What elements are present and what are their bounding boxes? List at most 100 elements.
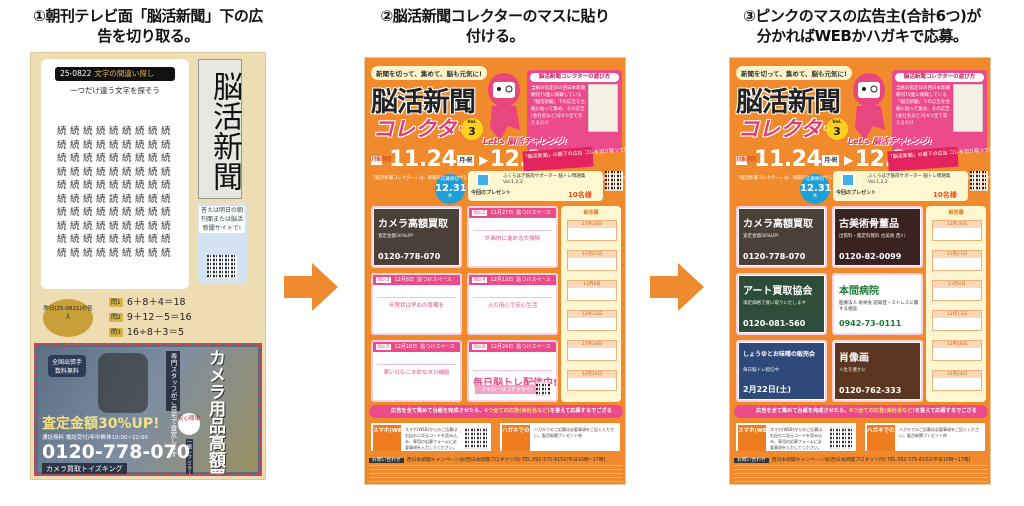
paste-cell-4[interactable]: 本間病院 医療法人 寿栄会 認知症・ストレスに関する相談 0942-73-011…: [832, 273, 923, 335]
grid-char[interactable]: 続: [70, 234, 80, 245]
paste-cell-3[interactable]: アート買取協会 満足価格で買い取りいたします 0120-081-560: [736, 273, 827, 335]
grid-char[interactable]: 続: [122, 153, 132, 164]
answer-slot[interactable]: 12月8日: [567, 280, 617, 301]
grid-char[interactable]: 続: [83, 126, 93, 137]
grid-char[interactable]: 続: [109, 153, 119, 164]
qr-code[interactable]: [830, 427, 852, 449]
grid-char[interactable]: 続: [83, 180, 93, 191]
grid-char[interactable]: 続: [70, 166, 80, 178]
paste-cell-1[interactable]: カメラ高額買取 査定金額30%UP! 0120-778-070: [371, 206, 462, 268]
grid-char[interactable]: 続: [161, 126, 171, 137]
grid-char[interactable]: 続: [96, 220, 106, 232]
grid-char[interactable]: 続: [161, 139, 171, 151]
grid-char[interactable]: 続: [83, 234, 93, 245]
grid-char[interactable]: 続: [135, 153, 145, 164]
grid-char[interactable]: 続: [70, 207, 80, 218]
grid-char[interactable]: 続: [122, 180, 132, 191]
grid-char[interactable]: 続: [96, 193, 106, 205]
answer-slot[interactable]: 11月24日: [567, 220, 617, 241]
answer-slot[interactable]: 12月18日: [567, 340, 617, 361]
grid-char[interactable]: 続: [135, 180, 145, 191]
grid-char[interactable]: 続: [70, 180, 80, 191]
grid-char[interactable]: 続: [96, 166, 106, 178]
answer-slot[interactable]: 12月13日: [567, 310, 617, 331]
grid-char[interactable]: 続: [70, 193, 80, 205]
grid-char[interactable]: 続: [57, 234, 67, 245]
grid-char[interactable]: 続: [122, 220, 132, 232]
grid-char[interactable]: 続: [83, 139, 93, 151]
grid-char[interactable]: 続: [96, 126, 106, 137]
grid-char[interactable]: 続: [148, 207, 158, 218]
grid-char[interactable]: 続: [109, 126, 119, 137]
grid-char[interactable]: 続: [148, 180, 158, 191]
grid-char[interactable]: 続: [57, 166, 67, 178]
grid-char[interactable]: 続: [83, 247, 93, 259]
answer-slot[interactable]: 12月24日: [567, 370, 617, 391]
paste-cell-1[interactable]: カメラ高額買取 査定金額30%UP! 0120-778-070: [736, 206, 827, 268]
grid-char[interactable]: 続: [83, 193, 93, 205]
grid-char[interactable]: 続: [135, 207, 145, 218]
answer-slot[interactable]: 11月27日: [932, 250, 982, 271]
grid-char[interactable]: 続: [161, 193, 171, 205]
grid-char[interactable]: 続: [135, 126, 145, 137]
grid-char[interactable]: 続: [96, 180, 106, 191]
grid-char[interactable]: 続: [161, 234, 171, 245]
grid-char[interactable]: 続: [57, 153, 67, 164]
grid-char[interactable]: 続: [70, 126, 80, 137]
grid-char[interactable]: 続: [57, 139, 67, 151]
grid-char[interactable]: 続: [96, 234, 106, 245]
grid-char[interactable]: 続: [148, 247, 158, 259]
grid-char[interactable]: 続: [109, 247, 119, 259]
grid-char[interactable]: 続: [83, 220, 93, 232]
instagram-follow-button[interactable]: フォローはコチラから!: [475, 385, 540, 394]
grid-char[interactable]: 続: [83, 166, 93, 178]
grid-char[interactable]: 続: [148, 234, 158, 245]
grid-char[interactable]: 続: [148, 193, 158, 205]
grid-char[interactable]: 続: [122, 234, 132, 245]
grid-char[interactable]: 続: [148, 153, 158, 164]
grid-char[interactable]: 続: [135, 166, 145, 178]
grid-char[interactable]: 続: [135, 234, 145, 245]
grid-char[interactable]: 続: [109, 220, 119, 232]
grid-char[interactable]: 続: [148, 126, 158, 137]
grid-char[interactable]: 続: [109, 234, 119, 245]
answer-slot[interactable]: 12月8日: [932, 280, 982, 301]
grid-char[interactable]: 続: [148, 220, 158, 232]
grid-char[interactable]: 続: [135, 220, 145, 232]
paste-cell-5[interactable]: しょうゆとお味噌の販売会 毎日脳トレ配信中 2月22日(土): [736, 340, 827, 402]
grid-char[interactable]: 続: [70, 247, 80, 259]
grid-char[interactable]: 続: [135, 247, 145, 259]
grid-char[interactable]: 続: [70, 220, 80, 232]
qr-code[interactable]: [465, 427, 487, 449]
grid-char[interactable]: 続: [57, 126, 67, 137]
grid-char[interactable]: 続: [70, 153, 80, 164]
answer-slot[interactable]: 11月27日: [567, 250, 617, 271]
grid-char[interactable]: 続: [122, 207, 132, 218]
grid-char[interactable]: 続: [161, 166, 171, 178]
grid-char[interactable]: 続: [148, 166, 158, 178]
paste-cell-2[interactable]: 古美術骨董品 出張料・鑑定料無料 古美術 西川 0120-82-0099: [832, 206, 923, 268]
grid-char[interactable]: 続: [109, 207, 119, 218]
grid-char[interactable]: 続: [70, 139, 80, 151]
grid-char[interactable]: 続: [96, 247, 106, 259]
answer-slot[interactable]: 11月24日: [932, 220, 982, 241]
grid-char[interactable]: 続: [57, 247, 67, 259]
grid-char[interactable]: 読: [109, 193, 119, 205]
grid-char[interactable]: 続: [109, 166, 119, 178]
grid-char[interactable]: 続: [83, 207, 93, 218]
web-entry-box[interactable]: スマホ(WEB)でのご応募スマホ(WEB)からのご応募は右記の二次元コードを読み…: [369, 421, 493, 453]
answer-slot[interactable]: 12月24日: [932, 370, 982, 391]
grid-char[interactable]: 続: [161, 247, 171, 259]
answer-slot[interactable]: 12月18日: [932, 340, 982, 361]
grid-char[interactable]: 続: [96, 139, 106, 151]
grid-char[interactable]: 続: [135, 139, 145, 151]
grid-char[interactable]: 続: [57, 193, 67, 205]
grid-char[interactable]: 続: [57, 207, 67, 218]
grid-char[interactable]: 続: [57, 180, 67, 191]
grid-char[interactable]: 続: [161, 207, 171, 218]
grid-char[interactable]: 続: [161, 220, 171, 232]
